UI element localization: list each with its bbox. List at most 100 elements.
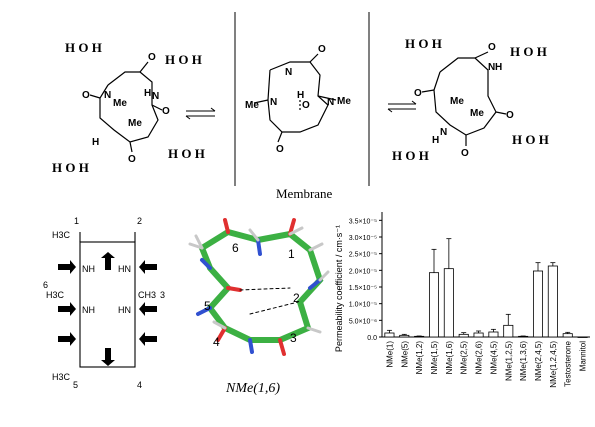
water-molecule: H O H <box>510 44 547 59</box>
y-tick-label: 1.0×10⁻⁵ <box>349 302 377 309</box>
atom-label: O <box>506 110 514 121</box>
x-tick-label: NMe(1,2,5) <box>504 341 513 381</box>
atom-label: H <box>432 135 439 146</box>
bar <box>428 272 440 338</box>
water-molecule: H O H <box>405 36 442 51</box>
atom-label: N <box>327 97 334 108</box>
atom-label: O <box>162 106 170 117</box>
atom-label: N <box>152 91 159 102</box>
residue-label: 6 <box>232 241 239 255</box>
x-tick-label: NMe(2,4,5) <box>534 341 543 381</box>
x-tick-label: Testosterone <box>564 340 573 386</box>
atom-label: N <box>104 90 111 101</box>
model-caption: NMe(1,6) <box>226 381 281 396</box>
atom-label: N <box>270 97 277 108</box>
top-scheme: O O O O N N H H Me Me O O O N N N H Me M… <box>82 12 514 186</box>
residue-label: 2 <box>293 291 300 305</box>
water-molecule: H O H <box>392 148 429 163</box>
water-molecule: H O H <box>168 146 205 161</box>
atom-label: H <box>297 90 304 101</box>
water-molecule: H O H <box>52 160 89 175</box>
equilibrium-arrow-right <box>387 100 417 113</box>
residue-label: 5 <box>73 380 78 390</box>
bar <box>547 265 558 338</box>
atom-label: O <box>461 148 469 159</box>
bar <box>443 268 454 338</box>
residue-label: 1 <box>288 247 295 261</box>
methyl-label: Me <box>128 118 142 129</box>
x-tick-label: NMe(1,2,4,5) <box>549 341 558 388</box>
bar <box>414 335 425 338</box>
x-tick-label: NMe(1,3,6) <box>519 341 528 381</box>
atom-label: O <box>148 52 156 63</box>
methyl-label: CH3 <box>138 290 156 300</box>
methyl-label: Me <box>450 96 464 107</box>
x-tick-label: NMe(2,5) <box>460 341 469 375</box>
y-tick-label: 0.0 <box>367 335 377 342</box>
atom-label: N <box>285 67 292 78</box>
bar <box>503 324 514 338</box>
x-tick-label: NMe(1,5) <box>430 341 439 375</box>
x-tick-label: NMe(5) <box>400 341 409 368</box>
methyl-label: Me <box>470 108 484 119</box>
methyl-label: Me <box>113 98 127 109</box>
cyclic-peptide-left <box>89 61 163 153</box>
bar <box>532 270 544 338</box>
cyclic-peptide-center-labels: O O O N N N H Me Me <box>245 44 351 155</box>
amide-label: HN <box>118 264 131 274</box>
methyl-label: H3C <box>52 372 71 382</box>
bar <box>399 334 410 338</box>
y-tick-label: 3.5×10⁻⁵ <box>349 218 377 225</box>
residue-label: 2 <box>137 216 142 226</box>
equilibrium-arrow-left <box>185 107 216 120</box>
y-tick-label: 1.5×10⁻⁵ <box>349 285 377 292</box>
y-tick-label: 3.0×10⁻⁵ <box>349 235 377 242</box>
molecular-model: 1 2 3 4 5 6 <box>188 218 330 356</box>
y-tick-label: 5.0×10⁻⁶ <box>349 318 377 325</box>
atom-label: O <box>82 90 90 101</box>
residue-label: 3 <box>160 290 165 300</box>
cyclic-peptide-right <box>421 51 507 146</box>
atom-label: O <box>414 88 422 99</box>
x-tick-label: Mannitol <box>579 341 588 371</box>
y-tick-label: 2.5×10⁻⁵ <box>349 252 377 259</box>
residue-label: 6 <box>43 280 48 290</box>
amide-label: NH <box>82 305 95 315</box>
residue-label: 4 <box>137 380 142 390</box>
bar <box>577 336 588 338</box>
atom-label: H <box>495 62 502 73</box>
x-tick-label: NMe(2,6) <box>475 341 484 375</box>
atom-label: O <box>318 44 326 55</box>
atom-label: H <box>92 137 99 148</box>
x-tick-label: NMe(4,5) <box>489 341 498 375</box>
bar <box>488 331 499 338</box>
bar <box>473 332 484 338</box>
atom-label: N <box>440 127 447 138</box>
methylation-arrows <box>58 252 157 366</box>
cyclic-peptide-right-labels: O O O O N N H H Me Me <box>414 42 514 159</box>
y-axis-label: Permeability coefficient / cm·s⁻¹ <box>334 225 344 352</box>
atom-label: O <box>302 100 310 111</box>
x-tick-label: NMe(1,2) <box>415 341 424 375</box>
cyclic-peptide-center <box>253 53 337 143</box>
bar <box>518 335 529 338</box>
methyl-label: Me <box>337 96 351 107</box>
water-molecule: H O H <box>165 52 202 67</box>
x-tick-label: NMe(1,6) <box>445 341 454 375</box>
residue-label: 3 <box>290 331 297 345</box>
residue-label: 4 <box>213 335 220 349</box>
atom-label: O <box>128 154 136 165</box>
atom-label: H <box>144 88 151 99</box>
methyl-label: H3C <box>52 230 71 240</box>
water-molecule: H O H <box>512 132 549 147</box>
methyl-label: H3C <box>46 290 65 300</box>
bar <box>384 332 395 338</box>
atom-label: O <box>488 42 496 53</box>
methyl-label: Me <box>245 100 259 111</box>
peptide-structure: 1 2 3 4 5 6 H3C H3C H3C CH3 NH NH HN HN <box>43 216 165 390</box>
atom-label: N <box>488 62 495 73</box>
amide-label: NH <box>82 264 95 274</box>
bar <box>458 333 469 338</box>
amide-label: HN <box>118 305 131 315</box>
residue-label: 1 <box>74 216 79 226</box>
